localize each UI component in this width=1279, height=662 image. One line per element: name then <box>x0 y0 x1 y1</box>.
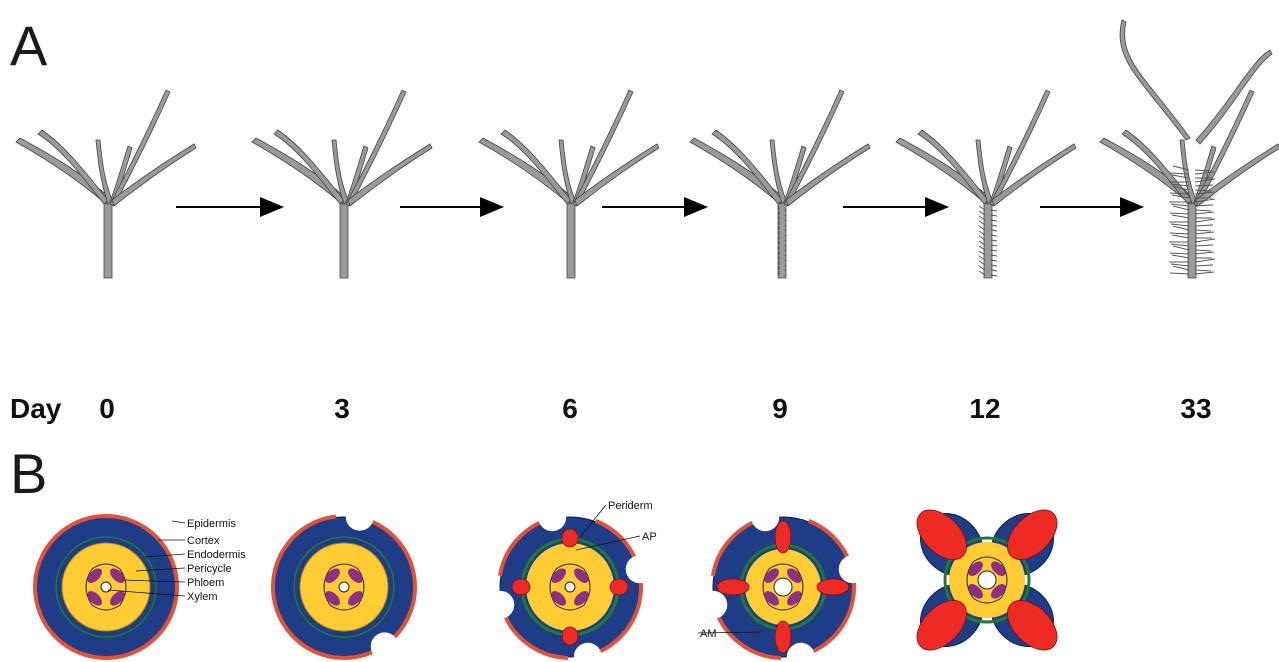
seedling-day-12 <box>895 89 1077 279</box>
label-periderm: Periderm <box>608 500 653 512</box>
leader-phloem <box>123 579 186 583</box>
seedling-day-33 <box>1099 89 1279 279</box>
panel-a-label: A <box>10 14 48 77</box>
day-label-6: 6 <box>562 393 578 424</box>
leader-endodermis <box>144 553 186 558</box>
label-pericycle: Pericycle <box>187 563 232 575</box>
cross-section-stage-2 <box>486 503 654 662</box>
label-xylem: Xylem <box>187 591 218 603</box>
day-label-0: 0 <box>99 393 115 424</box>
seedling-day-9 <box>689 89 871 279</box>
day-label-3: 3 <box>334 393 350 424</box>
label-cortex: Cortex <box>187 535 220 547</box>
adventitious-roots-day-33 <box>1169 165 1216 275</box>
label-endodermis: Endodermis <box>187 549 246 561</box>
label-am: AM <box>700 628 717 640</box>
panel-b-label: B <box>10 442 48 505</box>
day-label-9: 9 <box>772 393 788 424</box>
label-ap: AP <box>642 531 657 543</box>
leader-am <box>697 631 763 634</box>
day-label-12: 12 <box>969 393 1001 424</box>
leader-periderm <box>579 504 607 538</box>
cross-section-stage-0 <box>33 514 179 660</box>
leader-pericycle <box>135 567 186 572</box>
seedling-day-6 <box>478 89 660 279</box>
adventitious-roots-day-9 <box>778 206 786 276</box>
cross-section-stage-1 <box>271 502 417 661</box>
leader-xylem <box>107 589 186 597</box>
day-label-33: 33 <box>1180 393 1212 424</box>
cross-section-stage-3 <box>699 503 867 662</box>
adventitious-roots-day-12 <box>978 205 998 277</box>
leader-ap <box>575 535 641 551</box>
seedling-day-0 <box>15 89 197 279</box>
seedling-day-3 <box>251 89 433 279</box>
label-epidermis: Epidermis <box>187 518 236 530</box>
cross-section-stage-4 <box>916 509 1058 651</box>
day-axis-label: Day <box>10 393 62 424</box>
label-phloem: Phloem <box>187 577 224 589</box>
leader-epidermis <box>171 520 186 524</box>
